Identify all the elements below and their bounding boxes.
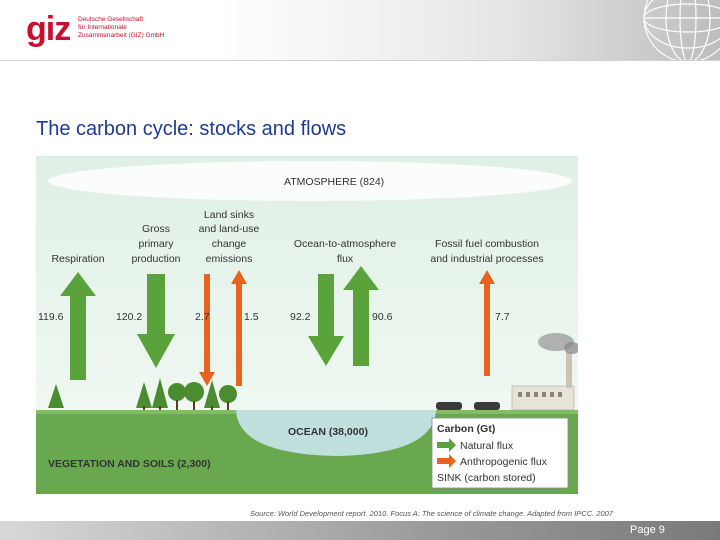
fossil-label-1: Fossil fuel combustion (435, 238, 539, 250)
carbon-cycle-diagram: ATMOSPHERE (824) OCEAN (38,000) VEGETATI… (36, 156, 578, 494)
legend-title: Carbon (Gt) (437, 423, 495, 435)
landsinks-label-4: emissions (206, 253, 253, 265)
page-number: Page 9 (630, 524, 665, 536)
factory (511, 333, 578, 411)
legend-box (431, 417, 569, 489)
logo-line-1: Deutsche Gesellschaft (78, 16, 144, 23)
globe-icon (643, 0, 720, 60)
ocean-up-arrow (343, 266, 379, 366)
respiration-value: 119.6 (38, 311, 64, 323)
gross-primary-arrow (137, 274, 175, 368)
source-caption: Source: World Development report. 2010. … (250, 509, 613, 518)
legend-natural-label: Natural flux (460, 440, 514, 452)
landsinks-label-1: Land sinks (204, 209, 254, 221)
landsinks-label-3: change (212, 238, 247, 250)
giz-logo-text: Deutsche Gesellschaft für Internationale… (78, 16, 164, 40)
gross-label-2: primary (138, 238, 174, 250)
giz-logo: giz (26, 10, 71, 48)
tree-trunks (143, 400, 229, 410)
logo-line-2: für Internationale (78, 24, 127, 31)
legend-natural-arrow (437, 438, 456, 452)
header-bar (0, 0, 720, 60)
gross-primary-value: 120.2 (116, 311, 142, 323)
land-use-emission-arrow (231, 270, 247, 386)
gross-label-1: Gross (142, 223, 170, 235)
land-sink-arrow (199, 274, 215, 386)
slide-title: The carbon cycle: stocks and flows (36, 118, 347, 140)
ocean-down-value: 92.2 (290, 311, 311, 323)
ocean-label: OCEAN (38,000) (288, 426, 368, 438)
logo-line-3: Zusammenarbeit (GIZ) GmbH (78, 32, 165, 39)
fossil-fuel-arrow (479, 270, 495, 376)
legend-sink-label: SINK (carbon stored) (437, 472, 536, 484)
land-emission-value: 1.5 (244, 311, 259, 323)
ocean-flux-label-2: flux (337, 253, 354, 265)
land-sink-value: 2.7 (195, 311, 210, 323)
header-divider (0, 60, 720, 61)
legend-anthropogenic-label: Anthropogenic flux (460, 456, 548, 468)
ocean-up-value: 90.6 (372, 311, 393, 323)
atmosphere-ellipse (48, 161, 572, 201)
ocean-down-arrow (308, 274, 344, 366)
carbon-cycle-svg: ATMOSPHERE (824) OCEAN (38,000) VEGETATI… (36, 156, 578, 494)
footer-bar (0, 521, 720, 540)
cars (436, 402, 500, 410)
vegetation-label: VEGETATION AND SOILS (2,300) (48, 458, 211, 470)
legend: Carbon (Gt) Natural flux Anthropogenic f… (431, 417, 569, 489)
gross-label-3: production (131, 253, 180, 265)
legend-anthropogenic-arrow (437, 454, 456, 468)
landsinks-label-2: and land-use (199, 223, 260, 235)
fossil-fuel-value: 7.7 (495, 311, 510, 323)
ocean-flux-label-1: Ocean-to-atmosphere (294, 238, 396, 250)
ocean-basin (236, 410, 436, 456)
fossil-label-2: and industrial processes (430, 253, 543, 265)
atmosphere-label: ATMOSPHERE (824) (284, 176, 384, 188)
respiration-arrow (60, 272, 96, 380)
respiration-label: Respiration (51, 253, 104, 265)
trees (48, 378, 237, 408)
